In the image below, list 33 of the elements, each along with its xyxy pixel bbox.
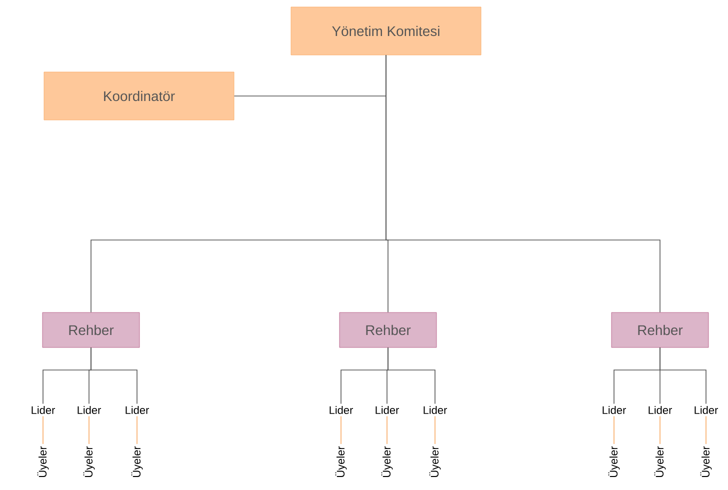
- role-label: Üyeler: [131, 446, 143, 477]
- role-label: Lider: [126, 406, 149, 414]
- role-label: Lider: [602, 406, 626, 414]
- role-label: Üyeler: [381, 446, 393, 477]
- org-box: Koordinatör: [44, 72, 234, 120]
- connector-line: [90, 347, 138, 404]
- org-box: Rehber: [42, 312, 140, 348]
- role-label: Lider: [78, 406, 101, 414]
- connector-line: [340, 416, 342, 444]
- connector-line: [386, 416, 388, 444]
- role-label: Lider: [330, 406, 353, 414]
- connector-line: [434, 416, 436, 444]
- role-label: Lider: [424, 406, 447, 414]
- role-label: Üyeler: [83, 446, 95, 477]
- org-box: Yönetim Komitesi: [290, 6, 482, 56]
- connector-line: [386, 54, 660, 313]
- connector-line: [136, 416, 138, 444]
- role-label: Üyeler: [654, 446, 666, 477]
- role-label: Lider: [694, 406, 718, 414]
- role-label: Üyeler: [608, 446, 620, 477]
- connector-line: [388, 347, 436, 404]
- role-label: Üyeler: [429, 446, 441, 477]
- role-label: Üyeler: [37, 446, 49, 477]
- org-box: Rehber: [611, 312, 709, 348]
- connector-line: [660, 347, 706, 404]
- role-label: Lider: [32, 406, 55, 414]
- role-label: Üyeler: [700, 446, 712, 477]
- role-label: Üyeler: [335, 446, 347, 477]
- role-label: Lider: [376, 406, 399, 414]
- connector-line: [42, 416, 44, 444]
- role-label: Lider: [648, 406, 672, 414]
- connector-line: [88, 416, 90, 444]
- org-box: Rehber: [339, 312, 437, 348]
